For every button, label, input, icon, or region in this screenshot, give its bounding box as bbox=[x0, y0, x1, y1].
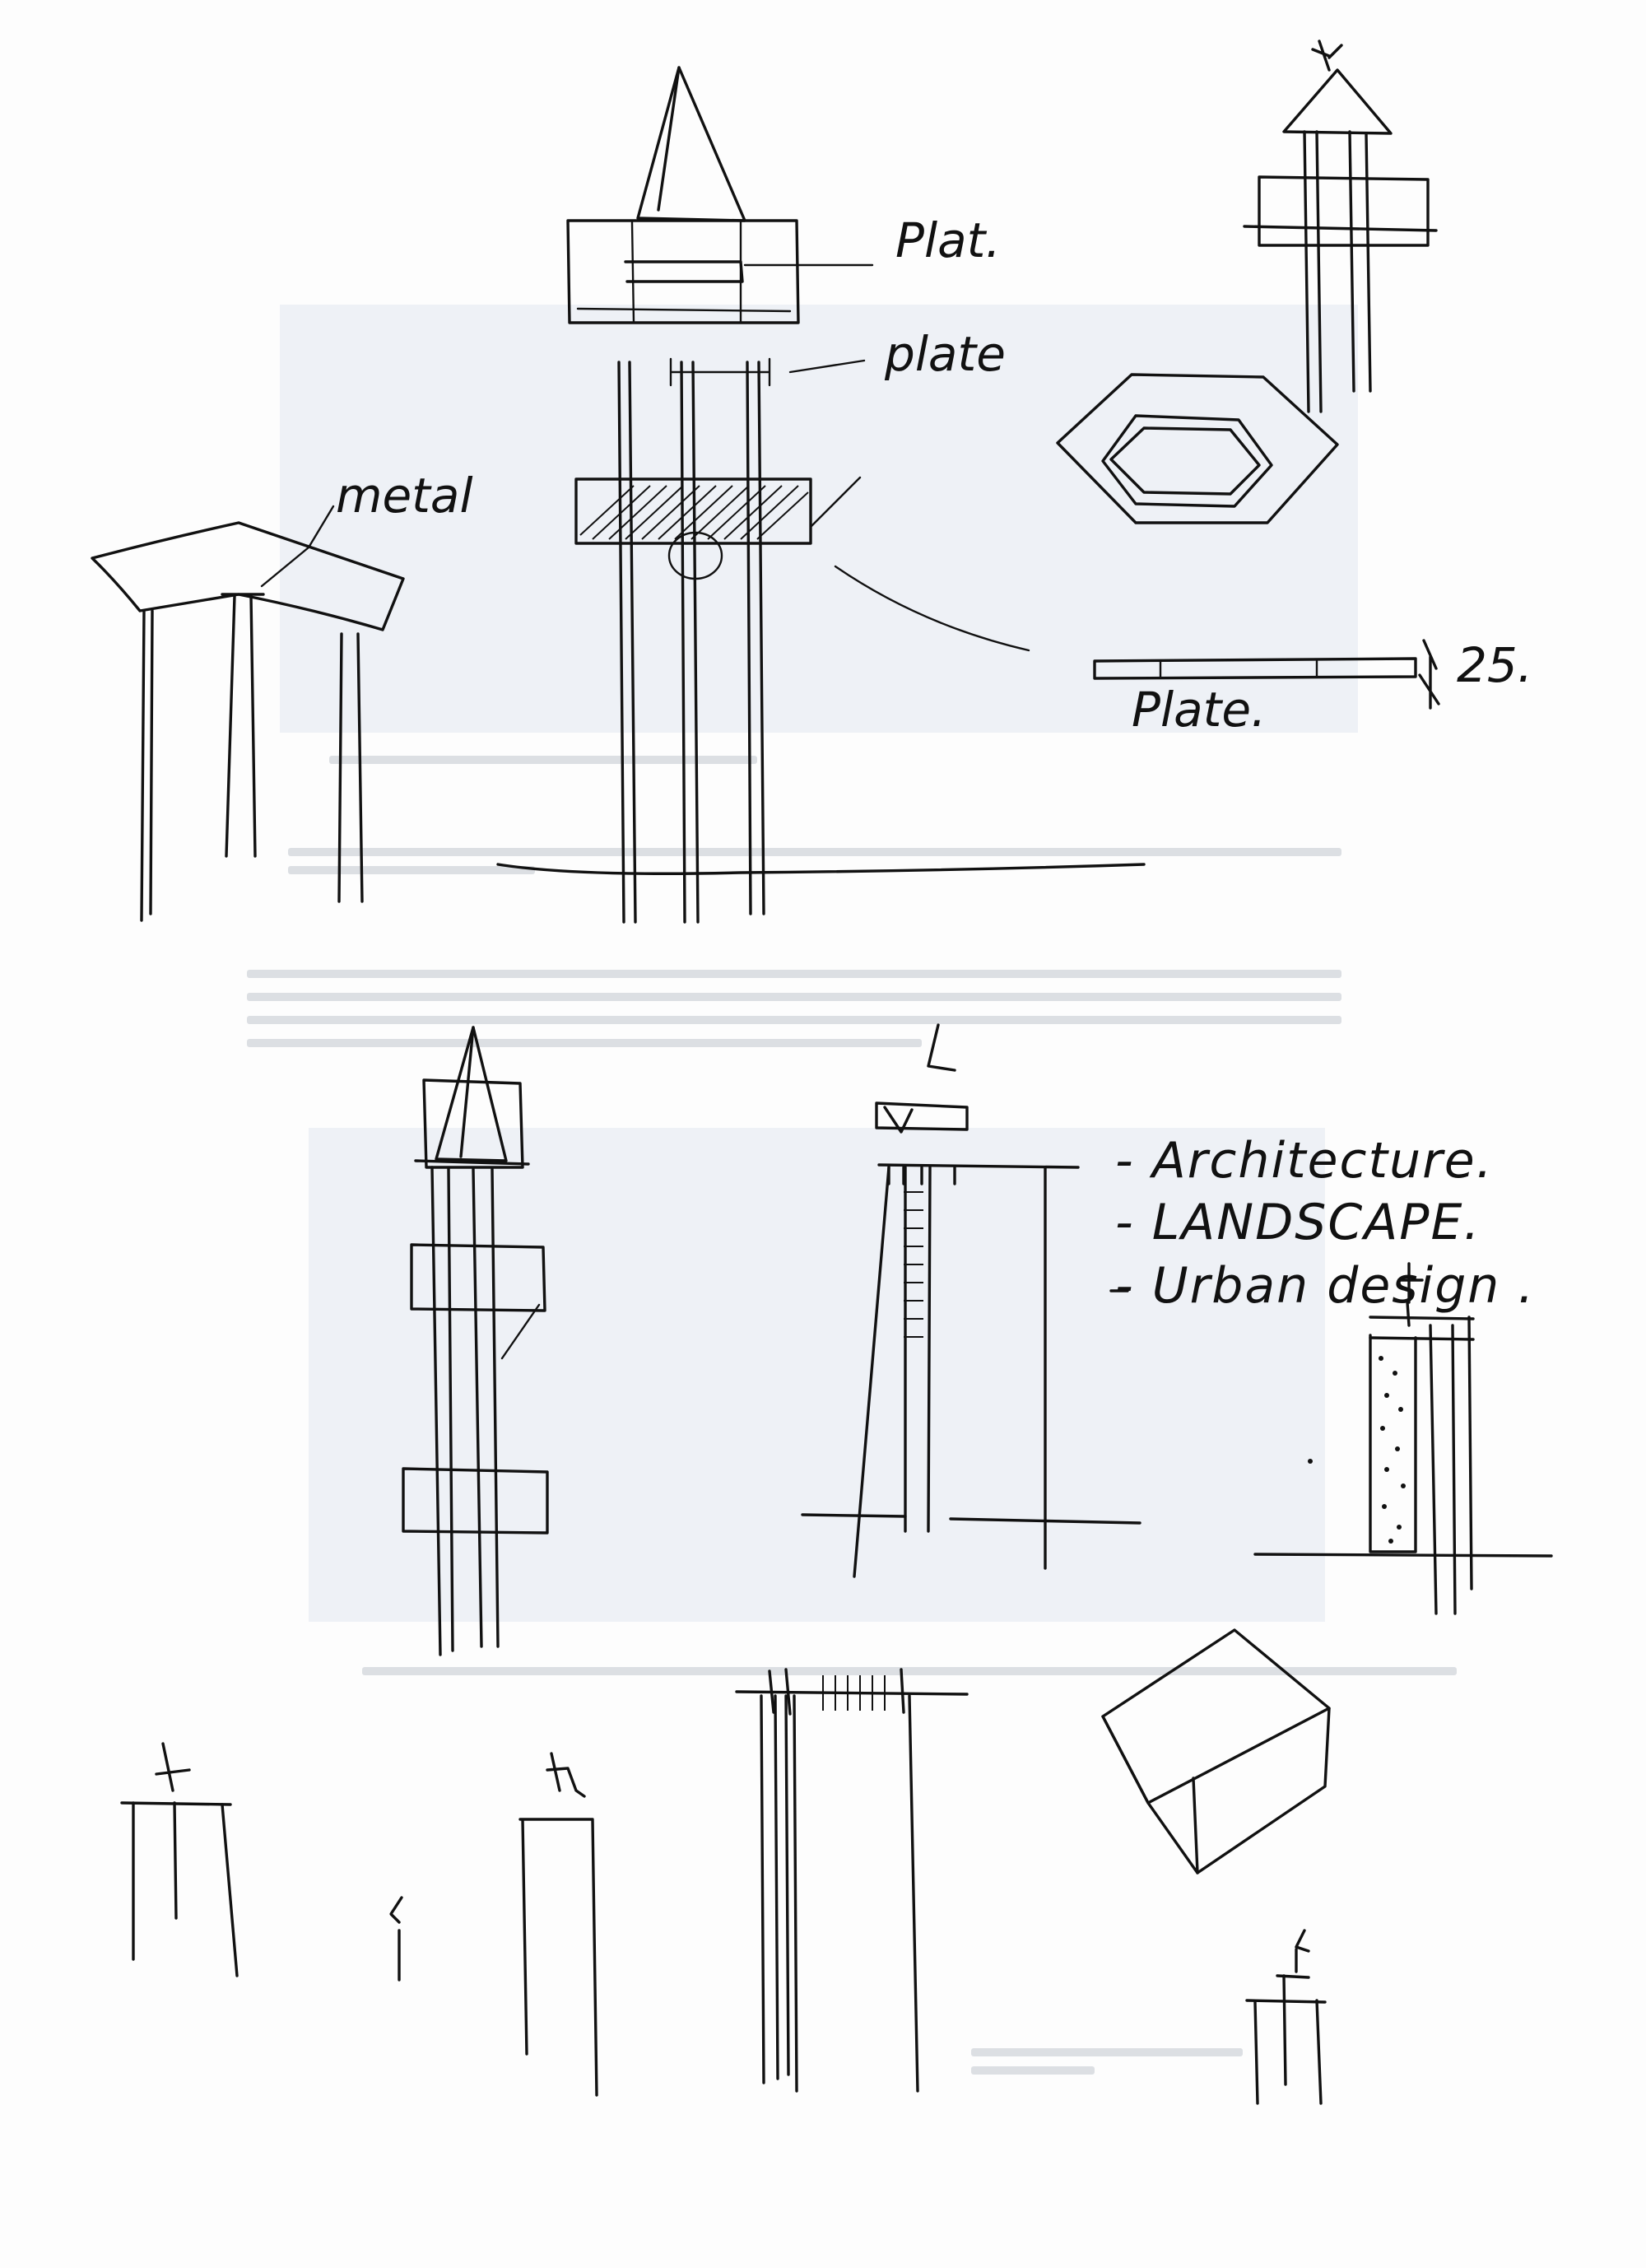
bottom-sketch-3 bbox=[518, 1752, 598, 2097]
tower-sketch-middle-left bbox=[402, 1026, 549, 1656]
list-item-urban-design: - Urban design . bbox=[1115, 1257, 1535, 1315]
label-plate-bottom: Plate. bbox=[1132, 682, 1267, 738]
show-through-text-line bbox=[247, 993, 1341, 1001]
canopy-sketch-left bbox=[91, 505, 405, 922]
hatched-plate bbox=[579, 485, 809, 540]
hatched-shaft bbox=[904, 1191, 923, 1338]
bottom-sketch-4 bbox=[735, 1668, 969, 2093]
show-through-text-line bbox=[362, 1667, 1457, 1675]
tower-sketch-top-right bbox=[1243, 40, 1438, 413]
show-through-text-line bbox=[971, 2048, 1243, 2056]
tower-sketch-middle-center bbox=[801, 1023, 1142, 1578]
list-item-architecture: - Architecture. bbox=[1115, 1132, 1494, 1190]
list-item-landscape: - LANDSCAPE. bbox=[1115, 1194, 1481, 1251]
hexagon-plate-sketch bbox=[1056, 373, 1339, 524]
label-plate-top: plate bbox=[884, 326, 1006, 382]
tower-sketch-middle-right bbox=[1253, 1262, 1553, 1615]
bottom-sketch-1 bbox=[120, 1742, 239, 1977]
show-through-text-line bbox=[247, 970, 1341, 978]
bottom-sketch-2 bbox=[389, 1896, 403, 1982]
show-through-text-line bbox=[247, 1016, 1341, 1024]
show-through-text-line bbox=[247, 1039, 922, 1047]
tower-sketch-top-center bbox=[496, 66, 1146, 924]
show-through-text-line bbox=[288, 866, 535, 874]
label-plat: Plat. bbox=[895, 212, 1001, 268]
show-through-text-line bbox=[971, 2066, 1095, 2075]
show-through-text-line bbox=[288, 848, 1341, 856]
cube-sketch bbox=[1101, 1628, 1331, 1874]
label-metal: metal bbox=[336, 468, 473, 524]
dot-stipple bbox=[1308, 1356, 1406, 1544]
label-dimension: 25. bbox=[1457, 637, 1532, 693]
show-through-text-line bbox=[329, 756, 757, 764]
plate-dimension-sketch bbox=[1093, 639, 1440, 710]
bottom-sketch-5 bbox=[1245, 1929, 1327, 2105]
